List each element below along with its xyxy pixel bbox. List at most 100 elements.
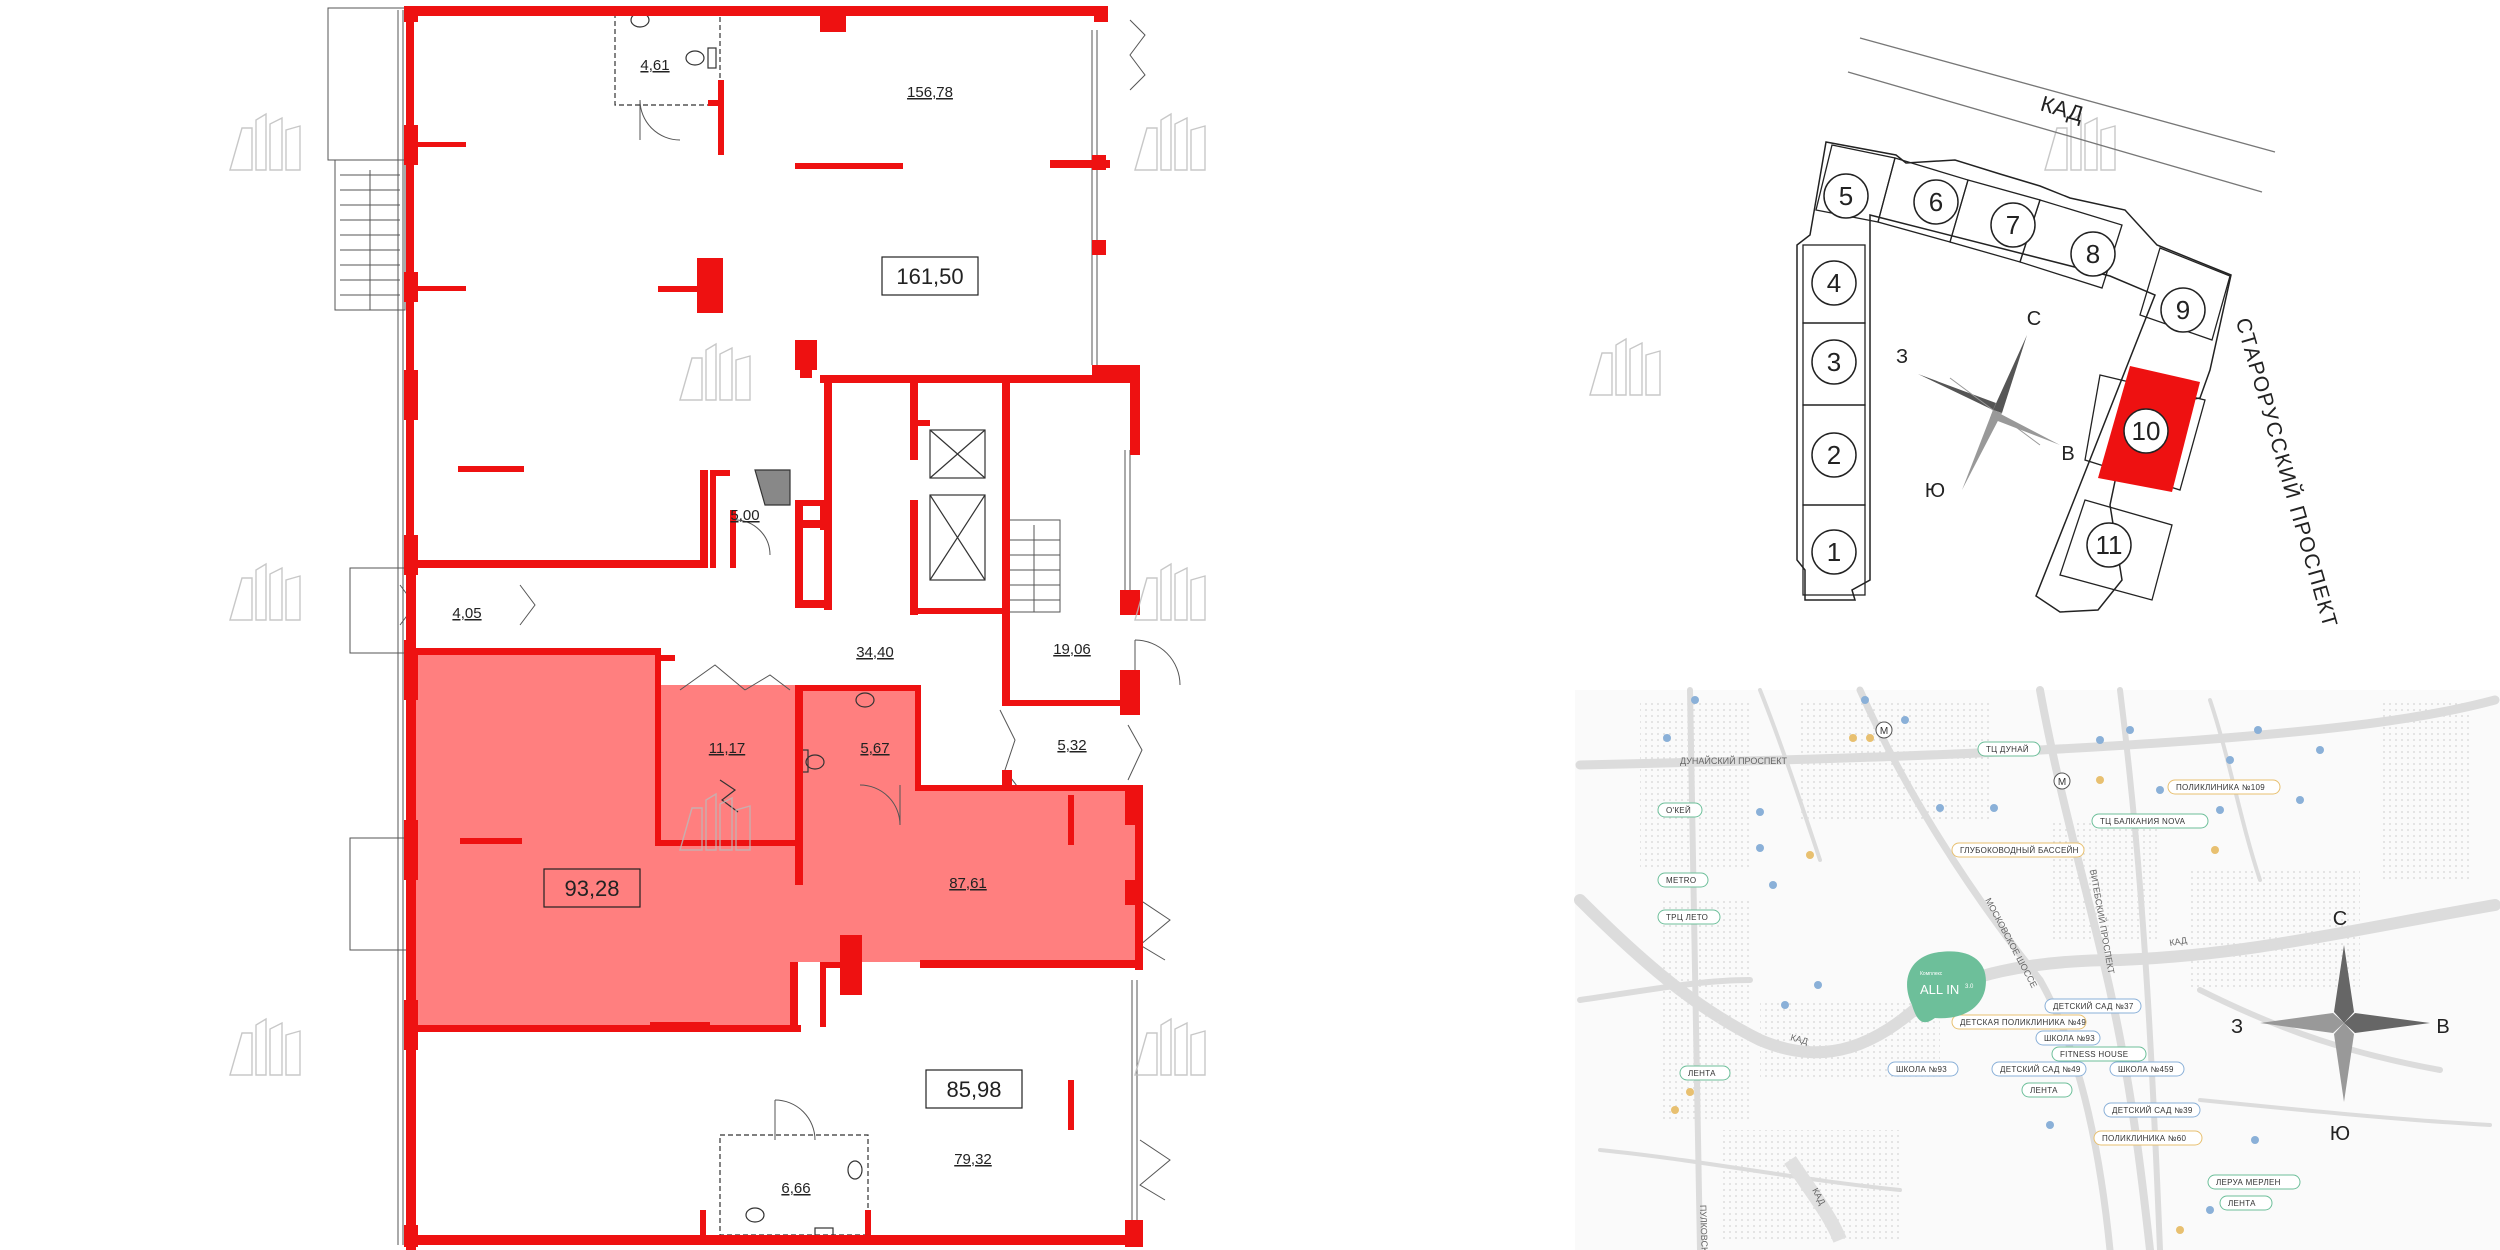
room-area-label: 6,66 bbox=[781, 1180, 810, 1197]
poi-clinic-109[interactable]: ПОЛИКЛИНИКА №109 bbox=[2167, 779, 2281, 795]
map-road-label: КАД bbox=[2169, 935, 2188, 948]
unit-total-85[interactable]: 85,98 bbox=[925, 1069, 1023, 1109]
poi-tc-dunai[interactable]: ТЦ ДУНАЙ bbox=[1977, 741, 2041, 757]
svg-text:Ю: Ю bbox=[2330, 1123, 2350, 1145]
walls bbox=[404, 6, 1143, 1250]
room-area-label: 87,61 bbox=[949, 875, 987, 892]
svg-text:ДЕТСКИЙ САД №39: ДЕТСКИЙ САД №39 bbox=[2112, 1106, 2193, 1115]
metro-icon: M M bbox=[1875, 721, 2071, 790]
section-marker-8[interactable]: 8 bbox=[2070, 231, 2116, 277]
svg-text:Ю: Ю bbox=[1925, 480, 1945, 502]
section-markers: 1 2 3 4 5 6 7 bbox=[1811, 173, 2206, 575]
poi-dots bbox=[1663, 696, 2324, 1234]
section-cells bbox=[1802, 144, 2231, 601]
section-marker-4[interactable]: 4 bbox=[1811, 260, 1857, 306]
svg-text:ТЦ БАЛКАНИЯ NOVA: ТЦ БАЛКАНИЯ NOVA bbox=[2100, 817, 2186, 826]
compass-rose-site: С З В Ю bbox=[1896, 308, 2075, 502]
unit-total-label: 161,50 bbox=[896, 264, 963, 289]
room-area-label: 156,78 bbox=[907, 84, 953, 101]
svg-text:ДЕТСКАЯ ПОЛИКЛИНИКА №49: ДЕТСКАЯ ПОЛИКЛИНИКА №49 bbox=[1960, 1018, 2086, 1027]
poi-kinder-49[interactable]: ДЕТСКИЙ САД №49 bbox=[1991, 1061, 2087, 1077]
svg-text:ЛЕНТА: ЛЕНТА bbox=[1688, 1069, 1716, 1078]
building-outline bbox=[1796, 141, 2232, 613]
room-area-label: 19,06 bbox=[1053, 641, 1091, 658]
svg-text:ЛЕРУА МЕРЛЕН: ЛЕРУА МЕРЛЕН bbox=[2216, 1178, 2281, 1187]
compass-rose-map: С З В Ю bbox=[2231, 908, 2450, 1145]
poi-kids-clinic-49[interactable]: ДЕТСКАЯ ПОЛИКЛИНИКА №49 bbox=[1951, 1014, 2087, 1030]
map-road-label: ДУНАЙСКИЙ ПРОСПЕКТ bbox=[1680, 755, 1788, 766]
room-area-label: 5,67 bbox=[860, 740, 889, 757]
unit-total-label: 93,28 bbox=[564, 876, 619, 901]
section-marker-11[interactable]: 11 bbox=[2086, 522, 2132, 568]
svg-text:M: M bbox=[2058, 777, 2066, 788]
svg-text:В: В bbox=[2436, 1016, 2449, 1038]
poi-pool[interactable]: ГЛУБОКОВОДНЫЙ БАССЕЙН bbox=[1951, 842, 2085, 858]
svg-text:10: 10 bbox=[2132, 416, 2161, 446]
svg-text:З: З bbox=[2231, 1016, 2243, 1038]
svg-text:FITNESS HOUSE: FITNESS HOUSE bbox=[2060, 1050, 2128, 1059]
poi-kinder-39[interactable]: ДЕТСКИЙ САД №39 bbox=[2103, 1102, 2201, 1118]
poi-clinic-60[interactable]: ПОЛИКЛИНИКА №60 bbox=[2093, 1130, 2203, 1146]
section-marker-2[interactable]: 2 bbox=[1811, 432, 1857, 478]
poi-metro[interactable]: METRO bbox=[1657, 872, 1709, 888]
svg-text:ТЦ ДУНАЙ: ТЦ ДУНАЙ bbox=[1986, 745, 2029, 754]
poi-lenta-c[interactable]: ЛЕНТА bbox=[2219, 1195, 2273, 1211]
poi-fitness[interactable]: FITNESS HOUSE bbox=[2051, 1046, 2147, 1062]
svg-text:ДЕТСКИЙ САД №49: ДЕТСКИЙ САД №49 bbox=[2000, 1065, 2081, 1074]
svg-text:2: 2 bbox=[1827, 440, 1841, 470]
svg-text:ШКОЛА №93: ШКОЛА №93 bbox=[2044, 1034, 2095, 1043]
svg-text:ЛЕНТА: ЛЕНТА bbox=[2030, 1086, 2058, 1095]
poi-school-459[interactable]: ШКОЛА №459 bbox=[2109, 1061, 2185, 1077]
svg-text:О'КЕЙ: О'КЕЙ bbox=[1666, 806, 1691, 815]
road-label-kad: КАД bbox=[2038, 91, 2086, 127]
complex-marker[interactable]: Комплекс ALL IN 3.0 bbox=[1907, 951, 1986, 1023]
svg-text:ПОЛИКЛИНИКА №60: ПОЛИКЛИНИКА №60 bbox=[2102, 1134, 2187, 1143]
location-map: КАД КАД КАД ДУНАЙСКИЙ ПРОСПЕКТ МОСКОВСКО… bbox=[1574, 686, 2500, 1250]
complex-badge-sup: 3.0 bbox=[1965, 984, 1974, 990]
section-marker-1[interactable]: 1 bbox=[1811, 529, 1857, 575]
section-marker-3[interactable]: 3 bbox=[1811, 339, 1857, 385]
svg-text:8: 8 bbox=[2086, 239, 2100, 269]
plan-outline bbox=[327, 7, 1138, 1245]
complex-badge-label: ALL IN bbox=[1920, 982, 1959, 997]
svg-text:ТРЦ ЛЕТО: ТРЦ ЛЕТО bbox=[1666, 913, 1708, 922]
poi-lenta-a[interactable]: ЛЕНТА bbox=[1679, 1065, 1731, 1081]
poi-okey[interactable]: О'КЕЙ bbox=[1657, 802, 1703, 818]
svg-text:4: 4 bbox=[1827, 268, 1841, 298]
svg-text:11: 11 bbox=[2096, 530, 2123, 560]
svg-text:ГЛУБОКОВОДНЫЙ БАССЕЙН: ГЛУБОКОВОДНЫЙ БАССЕЙН bbox=[1960, 846, 2079, 855]
svg-text:ШКОЛА №459: ШКОЛА №459 bbox=[2118, 1065, 2174, 1074]
unit-total-93[interactable]: 93,28 bbox=[543, 868, 641, 908]
svg-text:ДЕТСКИЙ САД №37: ДЕТСКИЙ САД №37 bbox=[2053, 1002, 2134, 1011]
svg-text:6: 6 bbox=[1929, 187, 1943, 217]
svg-text:1: 1 bbox=[1827, 537, 1841, 567]
poi-school-93a[interactable]: ШКОЛА №93 bbox=[2035, 1030, 2101, 1046]
poi-kinder-37[interactable]: ДЕТСКИЙ САД №37 bbox=[2044, 998, 2142, 1014]
poi-balkania[interactable]: ТЦ БАЛКАНИЯ NOVA bbox=[2091, 813, 2209, 829]
svg-text:С: С bbox=[2027, 308, 2041, 330]
unit-total-label: 85,98 bbox=[946, 1077, 1001, 1102]
poi-leto[interactable]: ТРЦ ЛЕТО bbox=[1657, 909, 1721, 925]
svg-text:ПОЛИКЛИНИКА №109: ПОЛИКЛИНИКА №109 bbox=[2176, 783, 2265, 792]
svg-text:В: В bbox=[2061, 443, 2074, 465]
svg-text:С: С bbox=[2333, 908, 2347, 930]
poi-leroy[interactable]: ЛЕРУА МЕРЛЕН bbox=[2207, 1174, 2301, 1190]
section-marker-9[interactable]: 9 bbox=[2160, 287, 2206, 333]
unit-total-161[interactable]: 161,50 bbox=[881, 256, 979, 296]
svg-text:ЛЕНТА: ЛЕНТА bbox=[2228, 1199, 2256, 1208]
section-marker-7[interactable]: 7 bbox=[1990, 202, 2036, 248]
site-plan: КАД СТАРОРУССКИЙ ПРОСПЕКТ 1 bbox=[1796, 37, 2343, 631]
floor-plan: 4,61 156,78 5,00 4,05 34,40 19,06 11,17 … bbox=[229, 6, 2116, 1250]
svg-text:З: З bbox=[1896, 346, 1908, 368]
svg-text:METRO: METRO bbox=[1666, 876, 1696, 885]
room-area-label: 79,32 bbox=[954, 1151, 992, 1168]
highlighted-unit[interactable] bbox=[410, 650, 1140, 1025]
room-area-label: 4,61 bbox=[640, 57, 669, 74]
poi-lenta-b[interactable]: ЛЕНТА bbox=[2021, 1082, 2073, 1098]
svg-text:M: M bbox=[1880, 726, 1888, 737]
section-marker-10[interactable]: 10 bbox=[2123, 408, 2169, 454]
poi-school-93b[interactable]: ШКОЛА №93 bbox=[1887, 1061, 1959, 1077]
section-marker-5[interactable]: 5 bbox=[1823, 173, 1869, 219]
section-marker-6[interactable]: 6 bbox=[1913, 179, 1959, 225]
